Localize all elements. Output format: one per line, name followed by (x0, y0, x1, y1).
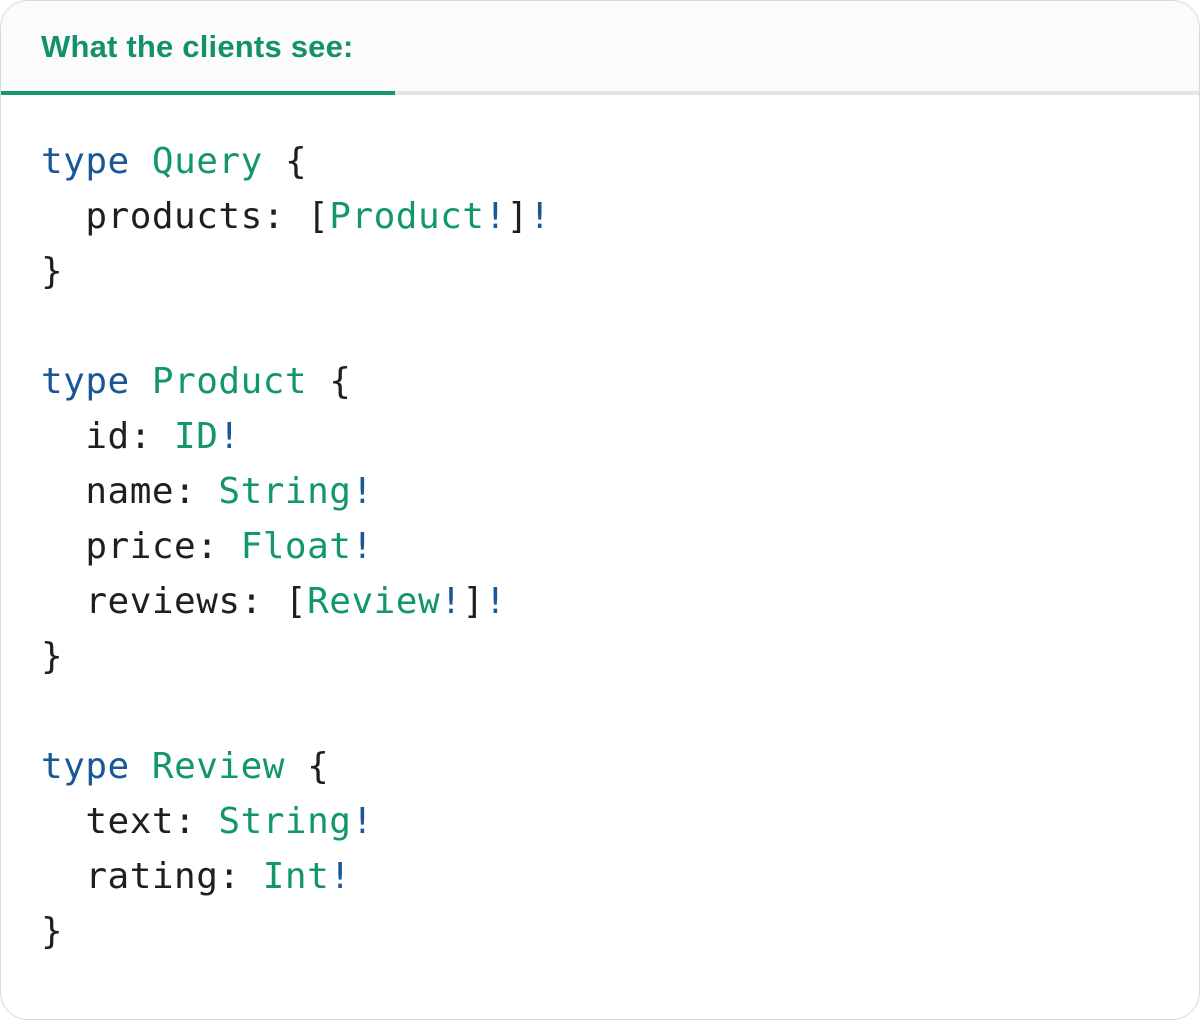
code-token-pl: id: (41, 416, 175, 457)
code-token-bg: ! (440, 581, 463, 622)
code-token-bg: ! (484, 196, 507, 237)
code-token-ty: Product (151, 361, 308, 402)
code-line: type Product { (41, 354, 1179, 409)
code-line: rating: Int! (41, 849, 1179, 904)
tab-bar: What the clients see: (1, 1, 1199, 95)
code-line (41, 684, 1179, 739)
code-token-pl (130, 361, 152, 402)
code-token-kw: type (41, 361, 130, 402)
tab-label: What the clients see: (41, 29, 354, 64)
code-token-pl: rating: (41, 856, 263, 897)
code-line: products: [Product!]! (41, 189, 1179, 244)
tab-what-the-clients-see[interactable]: What the clients see: (1, 1, 354, 62)
code-token-pl: ] (506, 196, 529, 237)
code-token-ty: Product (329, 196, 485, 237)
code-token-bg: ! (351, 471, 374, 512)
code-token-pl: products: [ (41, 196, 330, 237)
code-token-ty: ID (174, 416, 219, 457)
code-line: id: ID! (41, 409, 1179, 464)
code-token-bg: ! (528, 196, 552, 237)
code-line: name: String! (41, 464, 1179, 519)
code-token-ty: String (218, 801, 352, 842)
code-token-pl: { (284, 746, 330, 787)
code-token-pl: reviews: [ (41, 581, 308, 622)
code-line: } (41, 904, 1179, 959)
code-token-bg: ! (329, 856, 352, 897)
active-tab-indicator (1, 91, 395, 95)
code-token-pl: { (262, 141, 308, 182)
code-token-pl: ] (462, 581, 485, 622)
code-line: price: Float! (41, 519, 1179, 574)
code-line (41, 299, 1179, 354)
code-token-pl: } (41, 251, 64, 292)
code-line: type Review { (41, 739, 1179, 794)
code-line: text: String! (41, 794, 1179, 849)
code-token-ty: Query (151, 141, 263, 182)
code-token-pl: } (41, 636, 64, 677)
code-token-bg: ! (484, 581, 507, 622)
code-token-pl: price: (41, 526, 241, 567)
code-token-kw: type (41, 746, 130, 787)
code-token-pl: name: (41, 471, 219, 512)
code-token-pl (130, 141, 152, 182)
code-line: } (41, 629, 1179, 684)
code-token-bg: ! (351, 526, 374, 567)
code-token-pl: text: (41, 801, 219, 842)
graphql-sdl-code: type Query { products: [Product!]!} type… (1, 95, 1199, 959)
code-token-ty: String (218, 471, 352, 512)
code-token-pl: } (41, 911, 64, 952)
code-token-ty: Float (240, 526, 352, 567)
code-token-kw: type (41, 141, 130, 182)
code-token-ty: Review (307, 581, 441, 622)
code-token-bg: ! (351, 801, 374, 842)
code-line: type Query { (41, 134, 1179, 189)
code-token-pl (130, 746, 152, 787)
code-line: } (41, 244, 1179, 299)
code-token-ty: Int (262, 856, 330, 897)
code-token-ty: Review (151, 746, 285, 787)
code-token-bg: ! (218, 416, 241, 457)
code-token-pl: { (307, 361, 352, 402)
code-line: reviews: [Review!]! (41, 574, 1179, 629)
